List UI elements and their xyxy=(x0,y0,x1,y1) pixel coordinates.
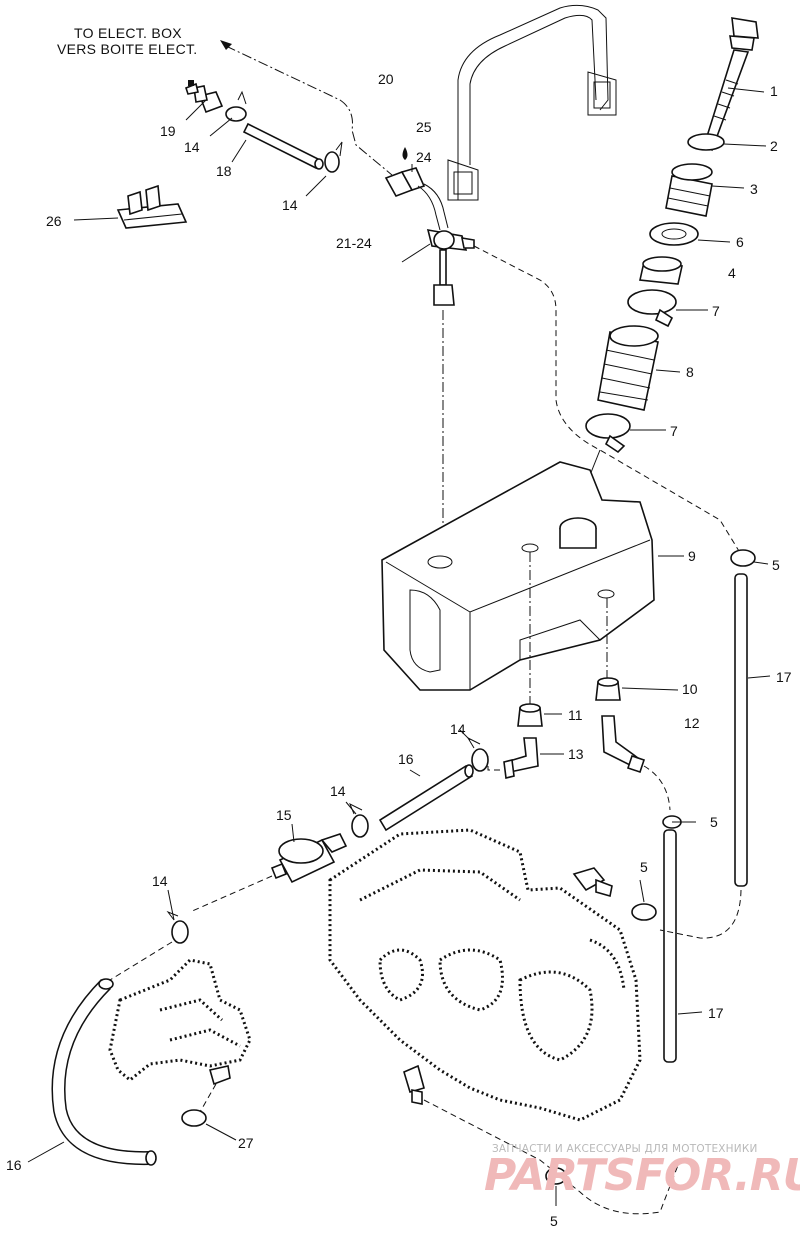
line-12-to-5 xyxy=(643,765,671,811)
hose-part-17-right xyxy=(734,573,748,887)
callout-5-bottom: 5 xyxy=(550,1213,558,1229)
hose-part-16-straight xyxy=(378,764,474,832)
clamp-part-7-top xyxy=(627,289,677,328)
callout-14-a: 14 xyxy=(450,721,466,737)
callout-7-bottom: 7 xyxy=(670,423,678,439)
callout-16-b: 16 xyxy=(6,1157,22,1173)
callout-4: 4 xyxy=(728,265,736,281)
callout-26: 26 xyxy=(46,213,62,229)
line-13-dash xyxy=(487,752,500,771)
clamp-part-27 xyxy=(181,1109,207,1127)
oil-pump-phantom xyxy=(108,958,252,1086)
clamp-part-14-top xyxy=(225,90,247,122)
callout-9: 9 xyxy=(688,548,696,564)
callout-5-engine: 5 xyxy=(640,859,648,875)
callout-18: 18 xyxy=(216,163,232,179)
leader-lines xyxy=(27,87,771,1206)
clamp-part-5-top xyxy=(730,549,756,567)
callout-7-top: 7 xyxy=(712,303,720,319)
callout-12: 12 xyxy=(684,715,700,731)
clamp-part-5-engine xyxy=(631,903,657,921)
callout-10: 10 xyxy=(682,681,698,697)
filter-part-15 xyxy=(270,833,348,884)
hose17-to-engine-line xyxy=(659,889,742,939)
filler-neck-part-3 xyxy=(665,163,713,217)
callout-24: 24 xyxy=(416,149,432,165)
clip-part-26 xyxy=(116,184,188,229)
callout-16-a: 16 xyxy=(398,751,414,767)
elbow-part-12 xyxy=(601,715,646,774)
elbow-part-13 xyxy=(503,737,539,779)
watermark-logo: PARTSFOR.RU xyxy=(484,1150,800,1201)
header-line2: VERS BOITE ELECT. xyxy=(57,41,197,57)
fitting-engine-lower xyxy=(403,1064,425,1105)
pump-to-clamp27 xyxy=(199,1083,217,1113)
clamp-to-hose-line xyxy=(109,941,173,981)
callout-21-24: 21-24 xyxy=(336,235,372,251)
bellows-part-8 xyxy=(597,325,659,411)
clamp-part-14-lower-hose xyxy=(349,802,369,838)
tee-fitting-part-21-24 xyxy=(426,228,475,306)
gasket-part-6 xyxy=(649,222,699,246)
callout-8: 8 xyxy=(686,364,694,380)
direction-arrow-icon xyxy=(220,40,232,50)
callout-17-middle: 17 xyxy=(708,1005,724,1021)
callout-15: 15 xyxy=(276,807,292,823)
callout-14-b: 14 xyxy=(330,783,346,799)
fuel-tank-handle xyxy=(447,4,617,201)
callout-11: 11 xyxy=(568,707,583,723)
callout-17-right: 17 xyxy=(776,669,792,685)
connector-part-24 xyxy=(384,167,449,231)
watermark-tagline: ЗАПЧАСТИ И АКСЕССУАРЫ ДЛЯ МОТОТЕХНИКИ xyxy=(492,1143,758,1155)
callout-5-mid: 5 xyxy=(710,814,718,830)
hose-part-17-middle xyxy=(663,829,677,1063)
wire-harness-line xyxy=(225,45,393,176)
callout-13: 13 xyxy=(568,746,584,762)
clamp-part-14-second xyxy=(324,141,343,173)
engine-bottom-line xyxy=(423,1099,681,1215)
header-line1: TO ELECT. BOX xyxy=(74,25,182,41)
callout-5-top: 5 xyxy=(772,557,780,573)
callout-20: 20 xyxy=(378,71,394,87)
clamp-part-14-far xyxy=(166,910,189,944)
return-line-path xyxy=(473,245,743,557)
callout-2: 2 xyxy=(770,138,778,154)
grommet-part-11 xyxy=(517,703,543,727)
clamp-part-5-bottom xyxy=(545,1167,567,1185)
callout-27: 27 xyxy=(238,1135,254,1151)
callout-19: 19 xyxy=(160,123,176,139)
hose-part-18 xyxy=(242,122,324,170)
nut-part-4 xyxy=(639,256,683,285)
callout-14-e: 14 xyxy=(282,197,298,213)
callout-14-d: 14 xyxy=(184,139,200,155)
grommet-part-10 xyxy=(595,677,621,701)
filter-to-clamp-line xyxy=(189,875,273,913)
callout-3: 3 xyxy=(750,181,758,197)
callout-6: 6 xyxy=(736,234,744,250)
callout-14-c: 14 xyxy=(152,873,168,889)
oil-tank-part-9 xyxy=(381,461,655,691)
oring-part-2 xyxy=(687,133,725,151)
sensor-part-19 xyxy=(185,80,224,114)
fitting-engine-upper xyxy=(572,867,613,898)
engine-block-phantom xyxy=(328,828,642,1122)
oil-drop-icon xyxy=(402,147,408,160)
clamp-part-7-bottom xyxy=(585,413,631,454)
callout-1: 1 xyxy=(770,83,778,99)
dipstick-part-1 xyxy=(703,17,759,152)
hose-part-16-curved xyxy=(51,978,157,1166)
callout-25: 25 xyxy=(416,119,432,135)
